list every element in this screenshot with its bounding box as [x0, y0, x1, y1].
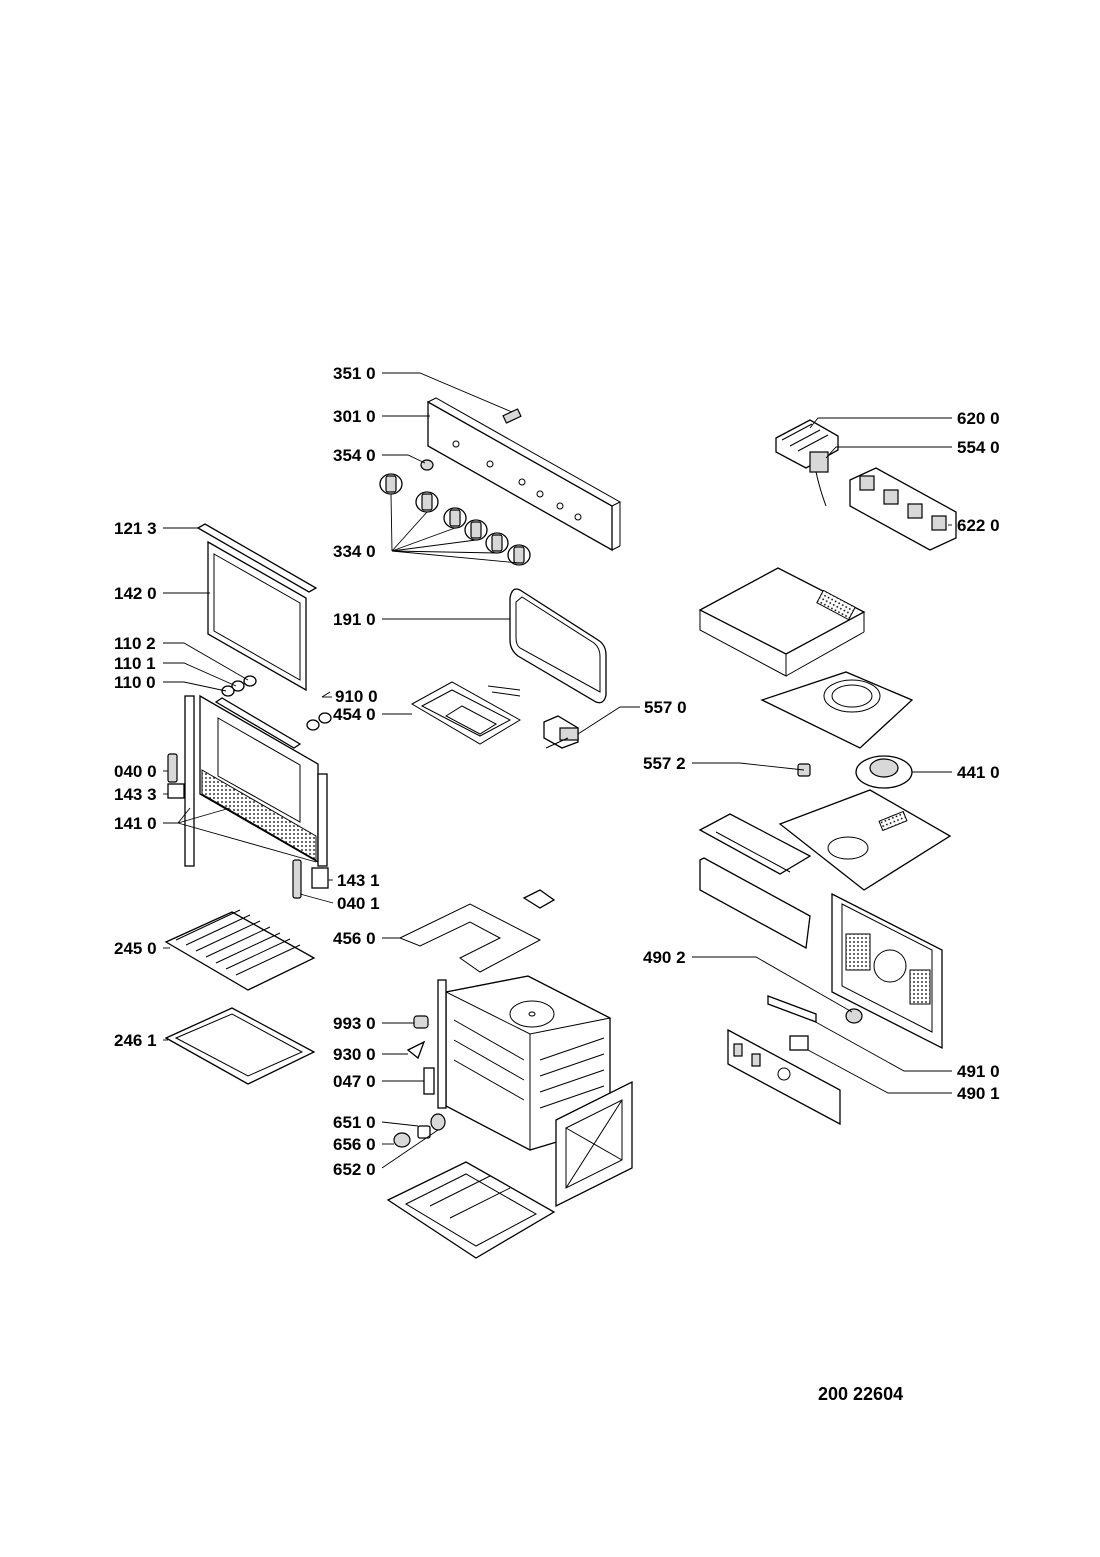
label-047-0: 047 0	[333, 1072, 376, 1091]
label-351-0: 351 0	[333, 364, 376, 383]
door-top-strip-121	[196, 523, 318, 593]
fan-plate	[778, 789, 952, 891]
part-labels: 351 0 301 0 354 0 334 0 121 3 142 0 110 …	[114, 364, 1000, 1179]
label-334-0: 334 0	[333, 542, 376, 561]
thermostat-557	[543, 715, 579, 749]
label-110-1: 110 1	[114, 654, 156, 673]
label-456-0: 456 0	[333, 929, 376, 948]
door-hinge-parts-110	[214, 675, 302, 749]
fan-cover-plate	[760, 671, 914, 749]
label-245-0: 245 0	[114, 939, 157, 958]
washers-110-bottom	[306, 712, 332, 731]
label-110-2: 110 2	[114, 634, 156, 653]
label-246-1: 246 1	[114, 1031, 157, 1050]
screw-910	[321, 691, 331, 698]
label-110-0: 110 0	[114, 673, 156, 692]
label-141-0: 141 0	[114, 814, 157, 833]
bottom-element-456	[398, 889, 556, 973]
label-554-0: 554 0	[957, 438, 1000, 457]
label-354-0: 354 0	[333, 446, 376, 465]
hinges-040-143	[167, 753, 329, 899]
label-142-0: 142 0	[114, 584, 157, 603]
knobs-334	[379, 473, 531, 566]
label-454-0: 454 0	[333, 705, 376, 724]
rear-panel	[555, 1080, 633, 1208]
door-assembly-141	[184, 694, 328, 867]
label-490-2: 490 2	[643, 948, 686, 967]
oven-cavity	[437, 975, 612, 1151]
lamp-parts-651-656-652	[393, 1113, 446, 1148]
top-cover	[698, 567, 866, 677]
grill-element-454	[410, 681, 521, 745]
label-143-1: 143 1	[337, 871, 380, 890]
label-301-0: 301 0	[333, 407, 376, 426]
door-seal-191	[509, 588, 607, 704]
label-622-0: 622 0	[957, 516, 1000, 535]
rear-fan-panel	[831, 892, 943, 1050]
inner-glass-142	[207, 540, 307, 692]
label-910-0: 910 0	[335, 687, 378, 706]
floor-plate	[386, 1161, 556, 1259]
label-656-0: 656 0	[333, 1135, 376, 1154]
lamp-351	[502, 408, 522, 424]
label-121-3: 121 3	[114, 519, 157, 538]
document-number: 200 22604	[818, 1384, 904, 1404]
label-490-1: 490 1	[957, 1084, 1000, 1103]
mains-terminal-490	[727, 1028, 841, 1126]
baking-tray-246	[164, 1007, 316, 1085]
label-191-0: 191 0	[333, 610, 376, 629]
label-441-0: 441 0	[957, 763, 1000, 782]
label-143-3: 143 3	[114, 785, 157, 804]
switch-block-622	[849, 467, 957, 551]
label-620-0: 620 0	[957, 409, 1000, 428]
leader-lines	[163, 372, 952, 1169]
label-993-0: 993 0	[333, 1014, 376, 1033]
thermostat-554	[809, 451, 829, 507]
label-557-0: 557 0	[644, 698, 687, 717]
label-040-1: 040 1	[337, 894, 380, 913]
wire-shelf-245	[164, 909, 316, 991]
label-557-2: 557 2	[643, 754, 686, 773]
small-parts-993-930-047	[406, 1015, 435, 1095]
selector-switch-620	[775, 419, 839, 469]
label-652-0: 652 0	[333, 1160, 376, 1179]
control-panel-301	[427, 397, 622, 552]
label-651-0: 651 0	[333, 1113, 376, 1132]
label-930-0: 930 0	[333, 1045, 376, 1064]
side-panel-bracket	[698, 813, 812, 950]
label-491-0: 491 0	[957, 1062, 1000, 1081]
fan-motor-441	[855, 755, 913, 789]
label-040-0: 040 0	[114, 762, 157, 781]
